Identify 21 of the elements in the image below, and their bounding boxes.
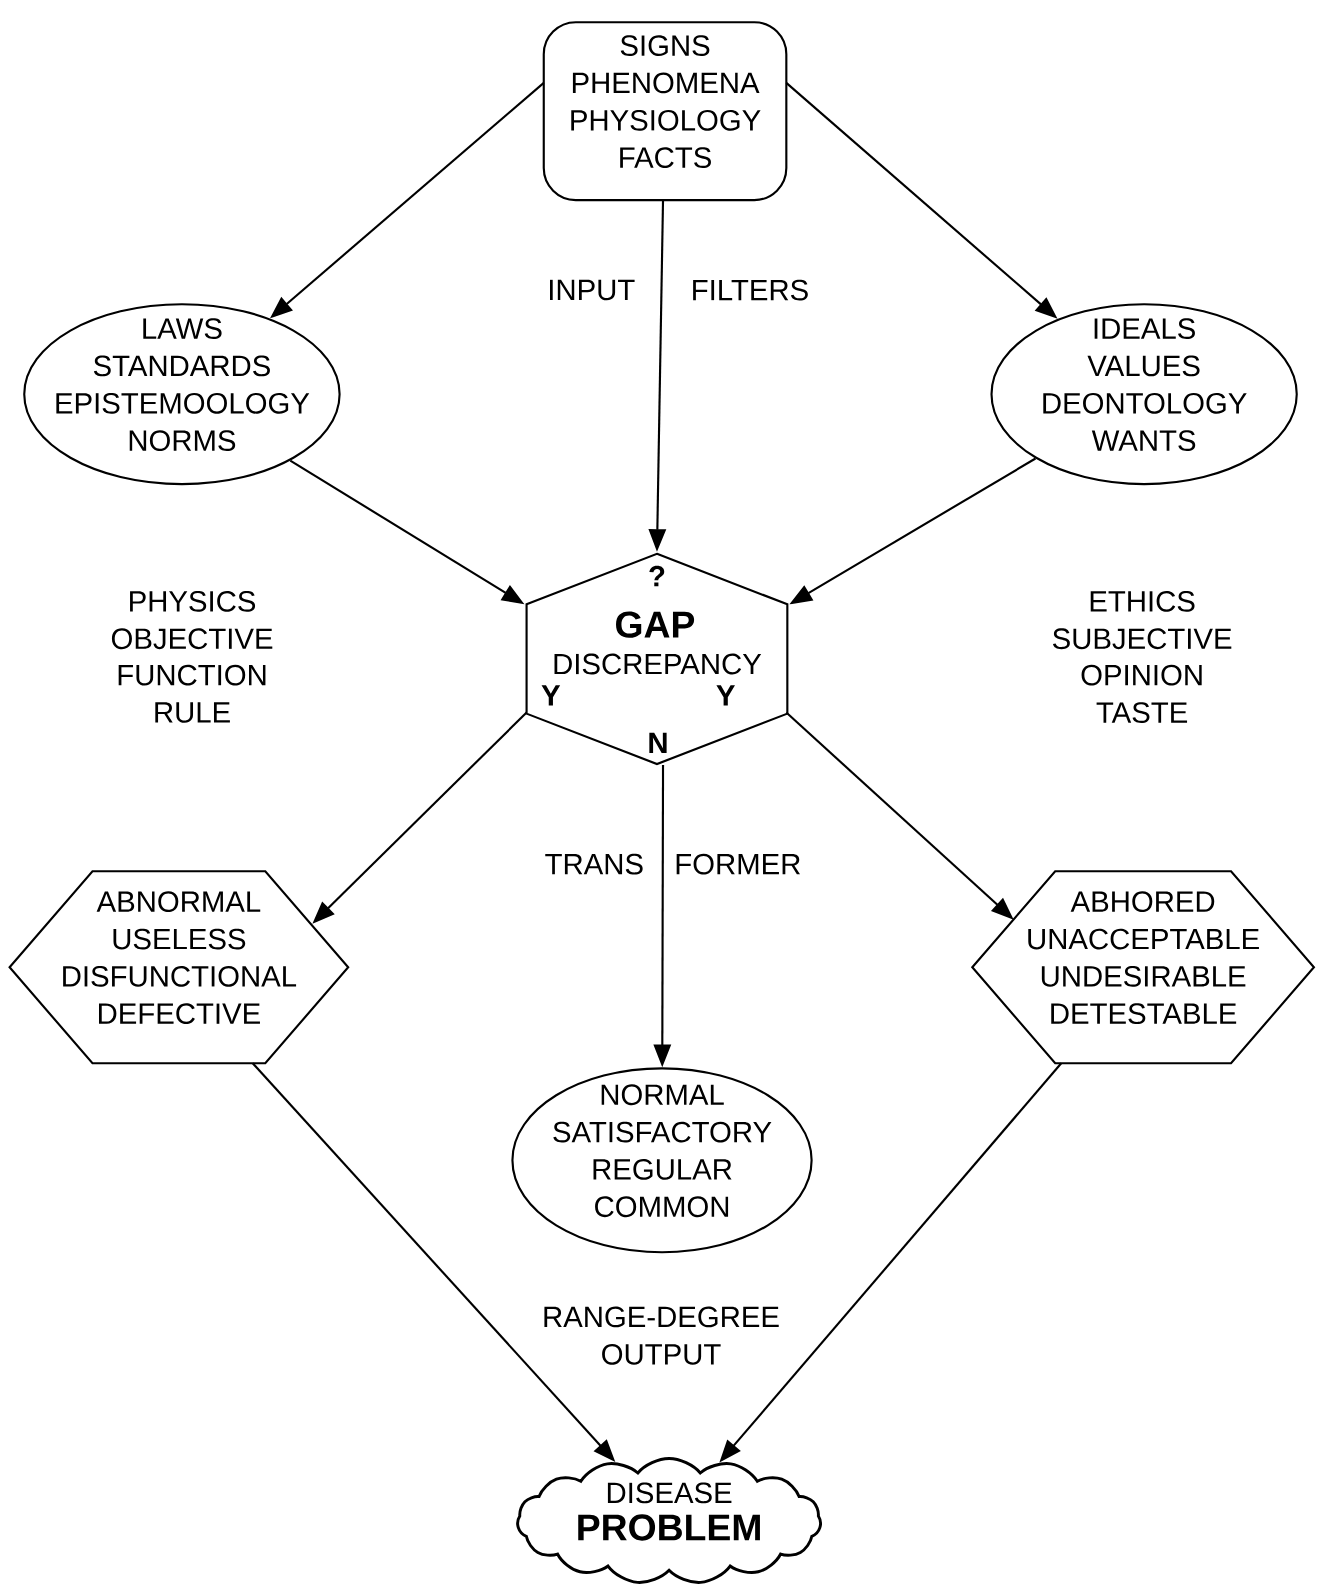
text-label: PHYSICS [130, 590, 256, 612]
text-label: FUNCTION [118, 664, 266, 686]
text-label: OPINION [1081, 664, 1202, 686]
text-label: RULE [155, 702, 230, 723]
rounded-box: SIGNS PHENOMENA PHYSIOLOGY FACTS [542, 21, 788, 202]
text-label: SUBJECTIVE [1053, 628, 1232, 650]
text-label: OBJECTIVE [111, 628, 273, 650]
text-label: ETHICS [1090, 590, 1195, 612]
decision-hexagon: ? GAP DISCREPANCY Y Y N [525, 552, 789, 766]
ellipse-node: NORMAL SATISFACTORY REGULAR COMMON [511, 1067, 813, 1254]
text-label: TASTE [1096, 702, 1188, 723]
text-label: RANGE-DEGREE [544, 1306, 779, 1328]
text-label: FILTERS [693, 279, 808, 301]
cloud-node: DISEASE PROBLEM [516, 1456, 822, 1584]
text-label: INPUT [549, 279, 635, 301]
text-label: TRANS [545, 853, 643, 875]
text-label: FORMER [676, 853, 800, 875]
text-label: OUTPUT [602, 1343, 721, 1365]
hexagon-node: ABNORMAL USELESS DISFUNCTIONAL DEFECTIVE [8, 870, 350, 1065]
ellipse-node: IDEALS VALUES DEONTOLOGY WANTS [990, 303, 1298, 486]
ellipse-node: LAWS STANDARDS EPISTEMOOLOGY NORMS [23, 303, 341, 486]
